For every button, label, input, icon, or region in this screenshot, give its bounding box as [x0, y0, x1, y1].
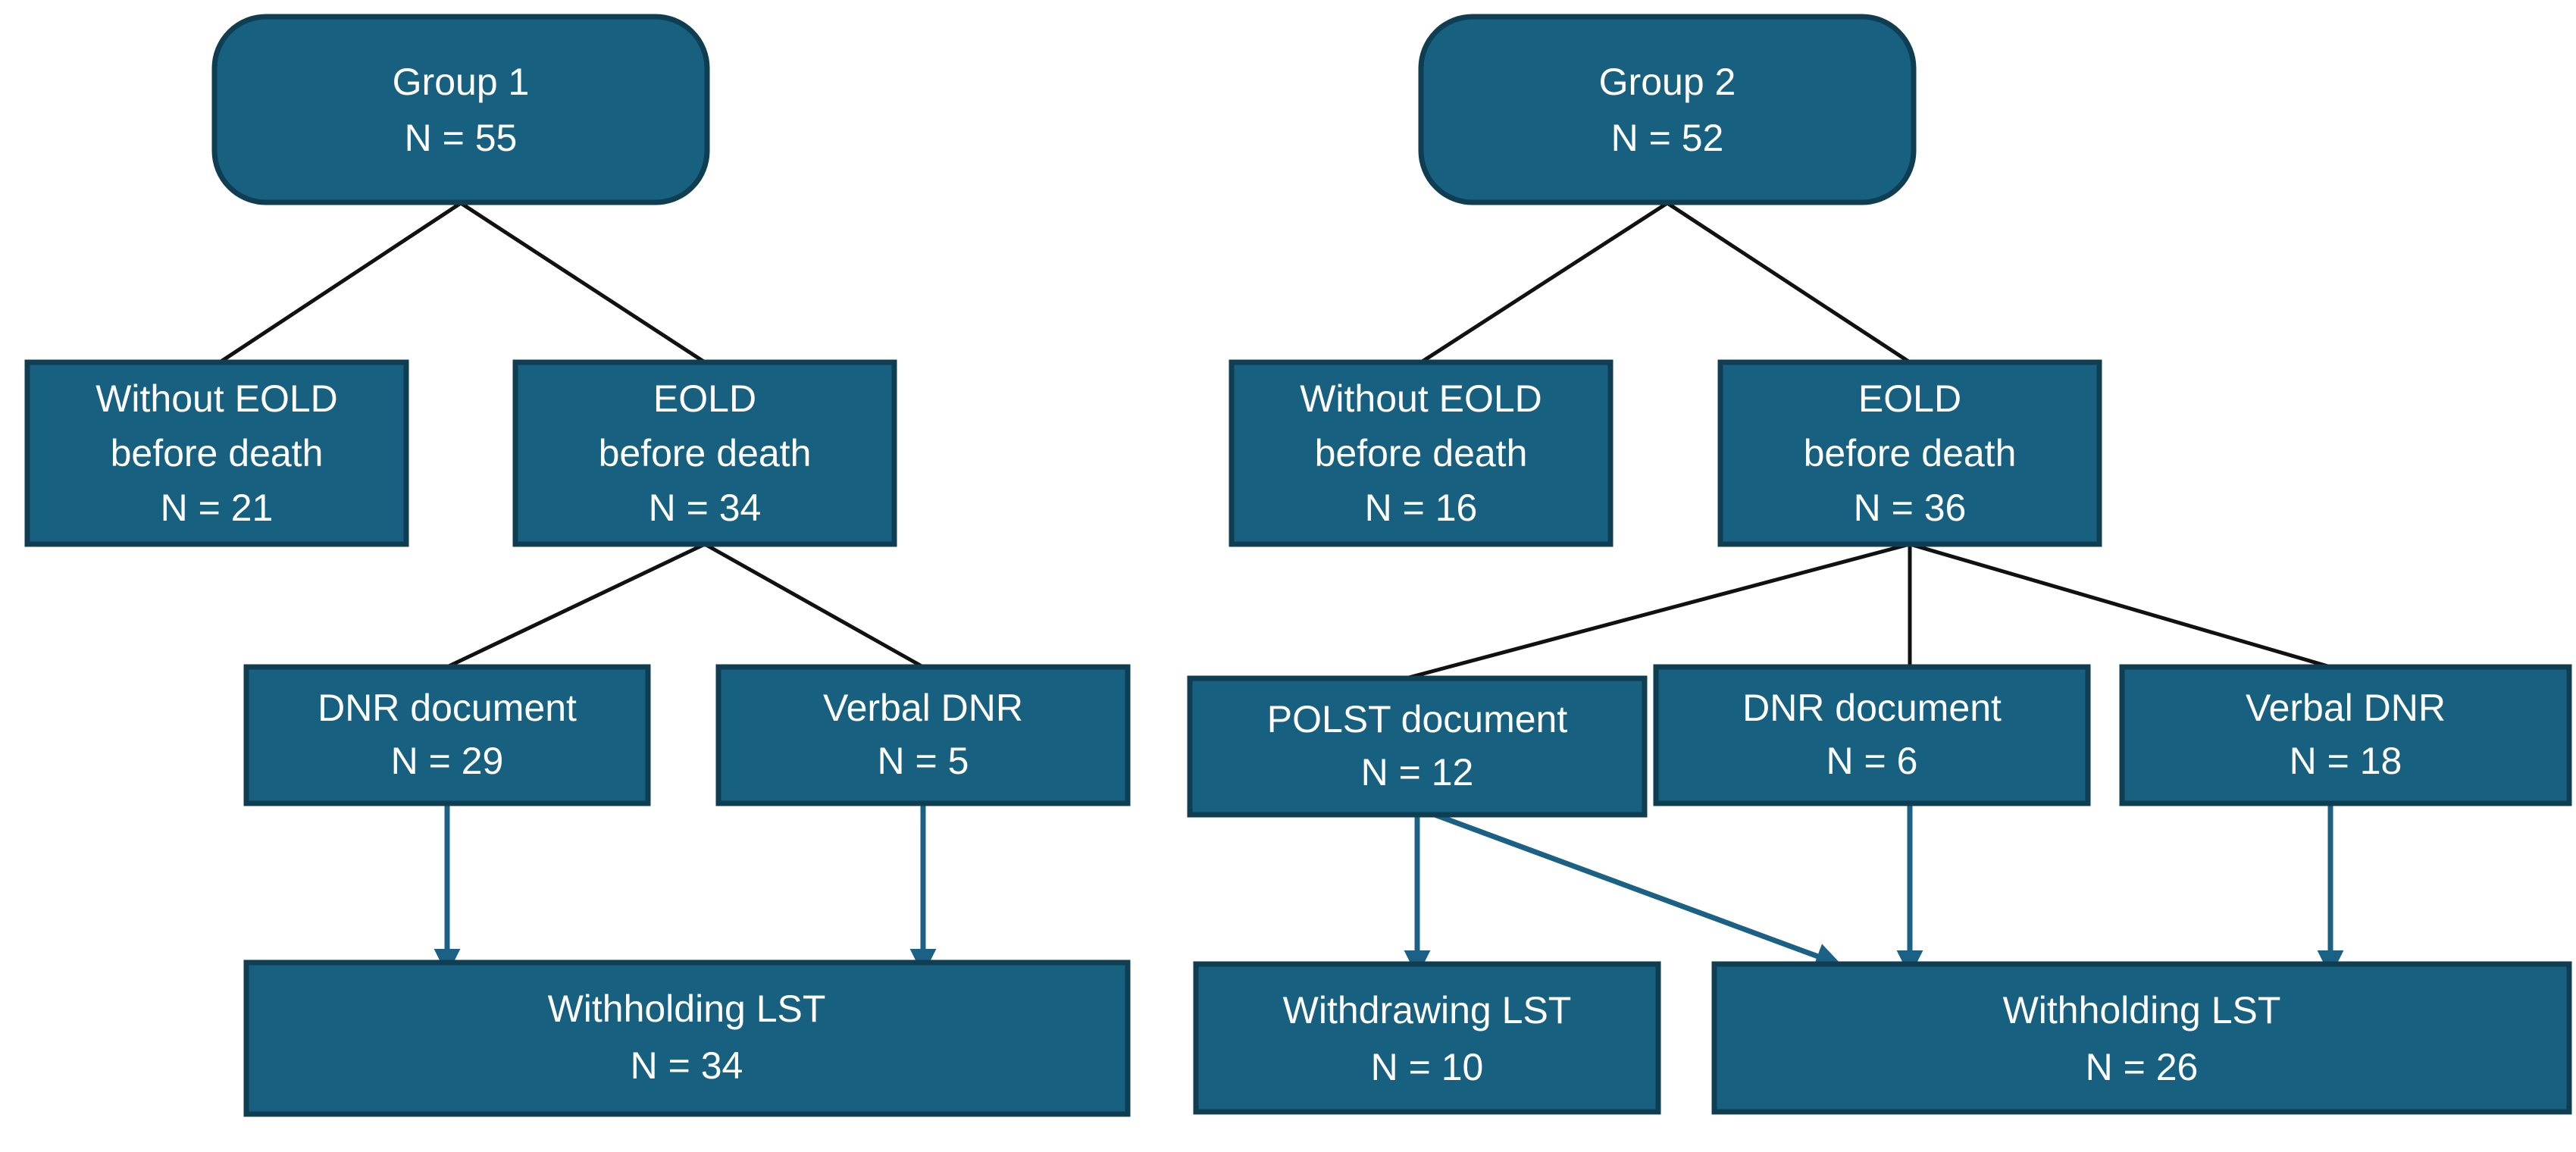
- node-g1-without-eold-line1: Without EOLD: [95, 377, 338, 420]
- node-g1-verbal-dnr-label: Verbal DNR: [823, 687, 1023, 729]
- node-g2-eold-line2: before death: [1804, 432, 2017, 474]
- node-g2-without-eold-line2: before death: [1315, 432, 1528, 474]
- node-g1-eold[interactable]: EOLD before death N = 34: [512, 359, 897, 547]
- node-g1-dnr-document[interactable]: DNR document N = 29: [243, 664, 651, 806]
- node-g1-root-count: N = 55: [405, 117, 518, 159]
- node-g1-eold-count: N = 34: [649, 487, 762, 529]
- node-g1-without-eold-count: N = 21: [161, 487, 274, 529]
- node-g2-polst-document[interactable]: POLST document N = 12: [1187, 675, 1648, 818]
- node-g2-dnr-document[interactable]: DNR document N = 6: [1653, 664, 2091, 806]
- node-g1-verbal-dnr-count: N = 5: [878, 740, 969, 782]
- node-g2-dnr-document-label: DNR document: [1742, 687, 2002, 729]
- node-g2-withdrawing-lst-count: N = 10: [1371, 1046, 1484, 1088]
- node-g2-withholding-lst-count: N = 26: [2086, 1046, 2199, 1088]
- node-g2-without-eold-count: N = 16: [1365, 487, 1478, 529]
- node-g2-eold-count: N = 36: [1854, 487, 1967, 529]
- node-g2-verbal-dnr-count: N = 18: [2290, 740, 2402, 782]
- node-g2-root-count: N = 52: [1611, 117, 1724, 159]
- node-g2-eold-line1: EOLD: [1858, 377, 1961, 420]
- node-g2-dnr-document-count: N = 6: [1826, 740, 1918, 782]
- connector-g1-eold-to-dnr: [446, 542, 706, 669]
- node-g2-verbal-dnr-label: Verbal DNR: [2246, 687, 2446, 729]
- node-g1-withholding-lst-count: N = 34: [631, 1044, 743, 1087]
- node-g1-dnr-document-label: DNR document: [318, 687, 577, 729]
- node-g1-root-label: Group 1: [393, 61, 530, 103]
- connector-g2-eold-to-verbal: [1909, 542, 2331, 669]
- node-g1-without-eold-line2: before death: [111, 432, 324, 474]
- node-g2-polst-document-label: POLST document: [1267, 698, 1568, 740]
- connector-g2-root-to-eold: [1666, 201, 1911, 365]
- node-g2-root-label: Group 2: [1599, 61, 1736, 103]
- node-g2-polst-document-count: N = 12: [1361, 751, 1474, 794]
- node-g1-root[interactable]: Group 1 N = 55: [211, 14, 710, 205]
- node-g2-without-eold-line1: Without EOLD: [1300, 377, 1542, 420]
- node-g1-withholding-lst-label: Withholding LST: [548, 988, 826, 1030]
- node-g2-withholding-lst-label: Withholding LST: [2003, 989, 2281, 1031]
- node-g2-without-eold[interactable]: Without EOLD before death N = 16: [1229, 359, 1614, 547]
- node-g1-dnr-document-count: N = 29: [391, 740, 504, 782]
- connector-g2-root-to-without-eold: [1419, 201, 1669, 365]
- connector-g1-root-to-without-eold: [218, 201, 462, 365]
- node-g1-verbal-dnr[interactable]: Verbal DNR N = 5: [715, 664, 1131, 806]
- arrow-g2-polst-to-withholding: [1427, 809, 1842, 969]
- node-g1-eold-line2: before death: [599, 432, 812, 474]
- node-g2-eold[interactable]: EOLD before death N = 36: [1717, 359, 2102, 547]
- node-g2-withdrawing-lst-label: Withdrawing LST: [1283, 989, 1572, 1031]
- node-g1-without-eold[interactable]: Without EOLD before death N = 21: [24, 359, 409, 547]
- node-g2-withdrawing-lst[interactable]: Withdrawing LST N = 10: [1193, 961, 1661, 1115]
- connector-g1-eold-to-verbal: [703, 542, 925, 669]
- node-g2-verbal-dnr[interactable]: Verbal DNR N = 18: [2119, 664, 2572, 806]
- node-g2-withholding-lst[interactable]: Withholding LST N = 26: [1711, 961, 2572, 1115]
- node-g1-eold-line1: EOLD: [653, 377, 756, 420]
- connector-g1-root-to-eold: [459, 201, 706, 365]
- node-g2-root[interactable]: Group 2 N = 52: [1418, 14, 1917, 205]
- connector-g2-eold-to-polst: [1405, 542, 1911, 681]
- node-g1-withholding-lst[interactable]: Withholding LST N = 34: [243, 959, 1131, 1117]
